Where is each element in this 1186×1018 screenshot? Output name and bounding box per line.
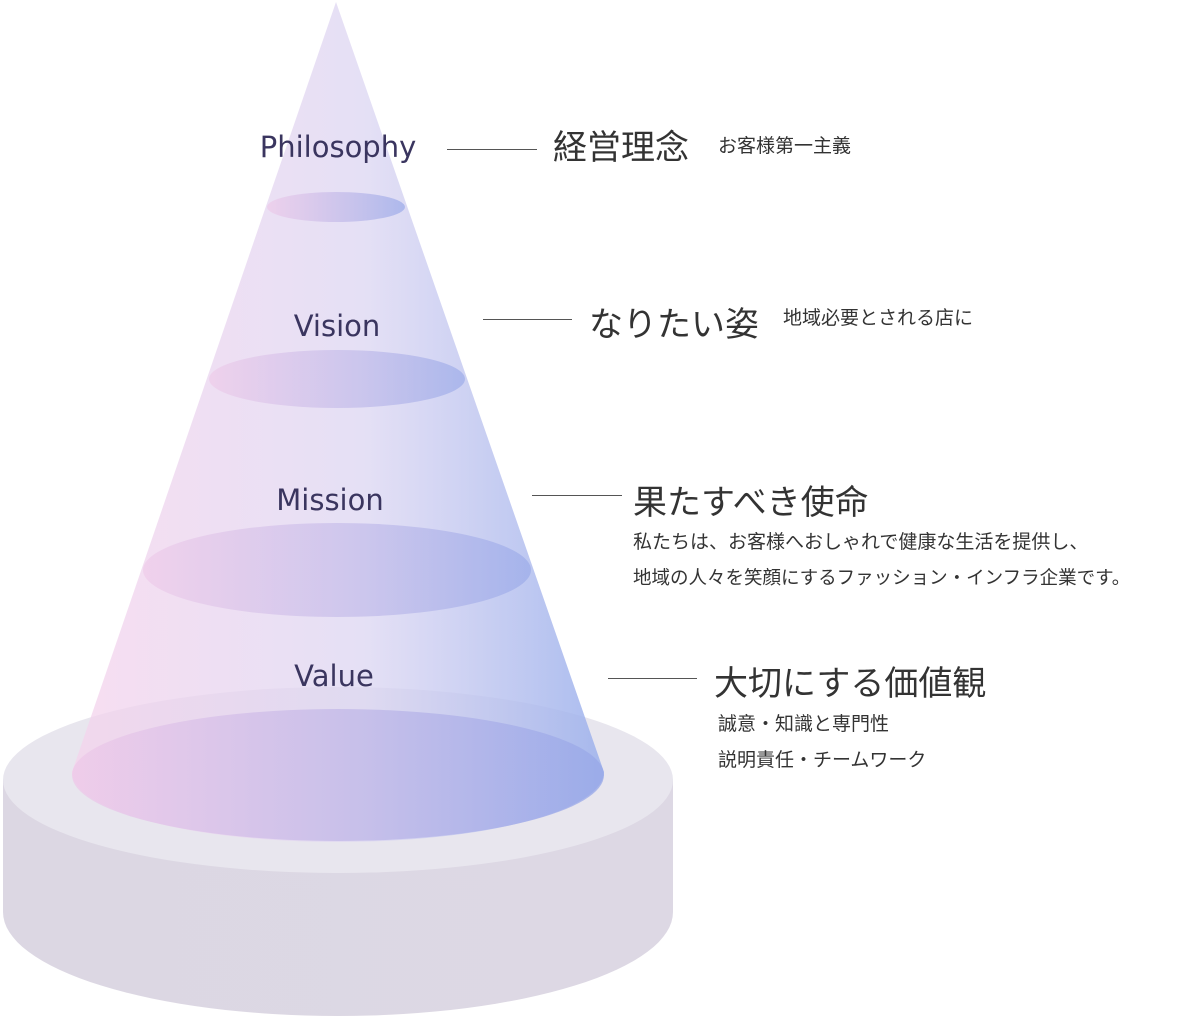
vision-description: 地域必要とされる店に [783,303,973,330]
vision-label: Vision [294,309,381,343]
mission-connector [532,495,622,496]
mission-line-2: 地域の人々を笑顔にするファッション・インフラ企業です。 [633,564,1130,590]
vision-title: なりたい姿 [589,297,759,346]
value-ring [72,709,604,841]
value-line-2: 説明責任・チームワーク [718,745,926,772]
mission-ring [143,523,531,617]
vision-connector [483,319,572,320]
value-label: Value [294,659,374,693]
philosophy-title: 経営理念 [553,120,689,169]
philosophy-description: お客様第一主義 [718,131,851,158]
mission-label: Mission [276,483,383,517]
value-connector [608,678,697,679]
mission-line-1: 私たちは、お客様へおしゃれで健康な生活を提供し、 [633,527,1088,554]
mission-title: 果たすべき使命 [633,475,869,524]
philosophy-label: Philosophy [260,130,417,164]
value-title: 大切にする価値観 [714,656,986,705]
philosophy-ring [267,192,405,222]
value-line-1: 誠意・知識と専門性 [718,709,889,736]
philosophy-connector [447,149,537,150]
vision-ring [209,350,465,408]
